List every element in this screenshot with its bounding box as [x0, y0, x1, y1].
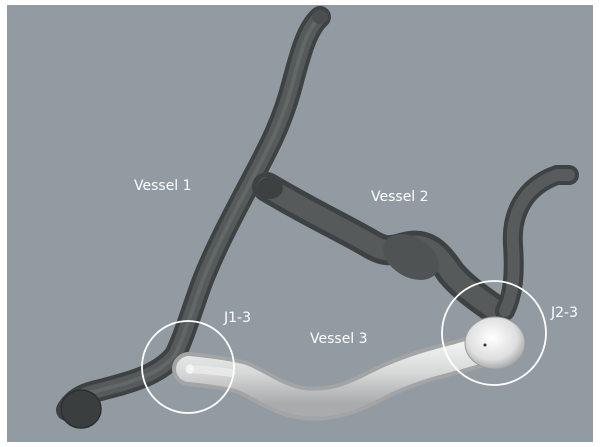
label-j1-3: J1-3 — [223, 310, 251, 326]
vessel-3 — [186, 317, 525, 404]
label-j2-3: J2-3 — [550, 305, 578, 321]
vessel-diagram: Vessel 1 Vessel 2 Vessel 3 J1-3 J2-3 — [7, 5, 593, 442]
vessel-render-canvas: Vessel 1 Vessel 2 Vessel 3 J1-3 J2-3 — [7, 5, 593, 442]
label-vessel-1: Vessel 1 — [134, 178, 192, 194]
label-vessel-3: Vessel 3 — [310, 331, 368, 347]
label-vessel-2: Vessel 2 — [371, 189, 429, 205]
